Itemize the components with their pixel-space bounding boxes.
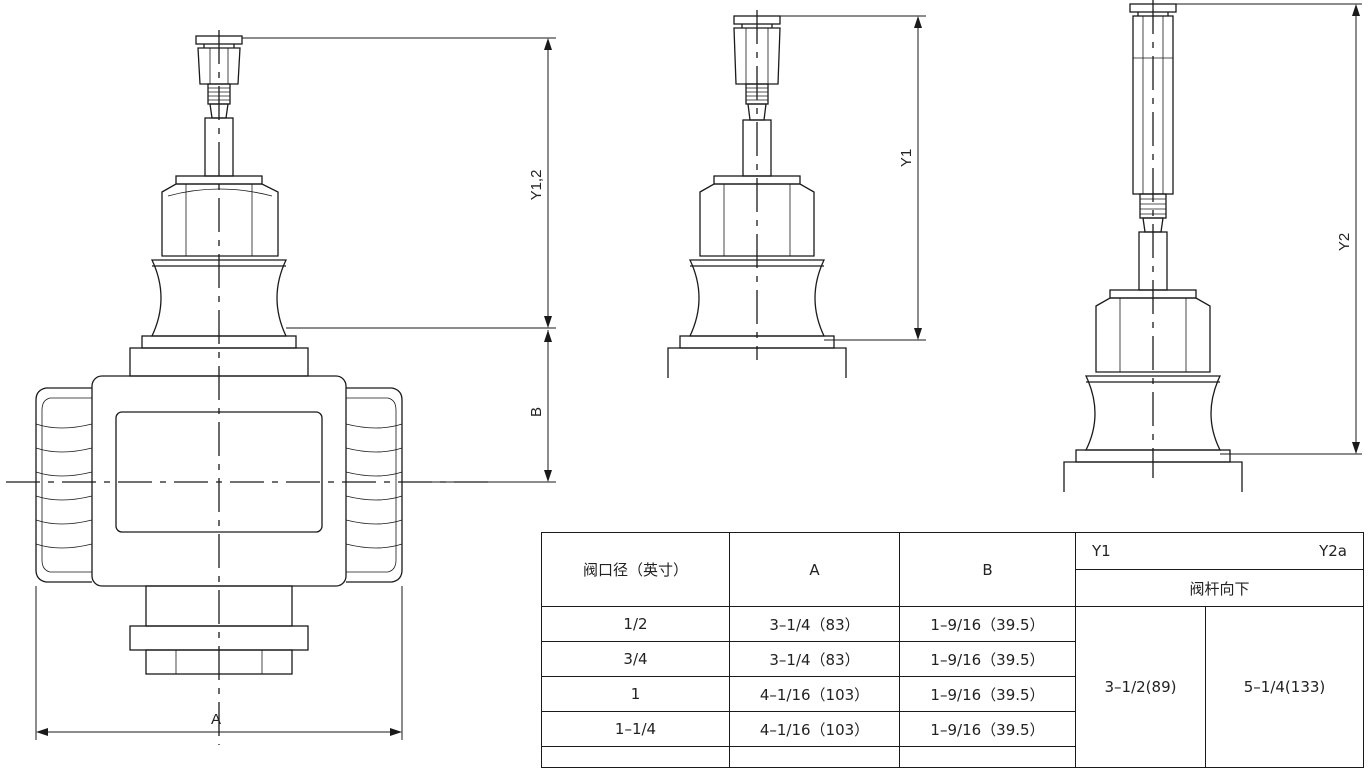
valve-body-view	[6, 30, 490, 745]
valve-drawing: Y1,2 B A	[6, 0, 1362, 745]
label-y1: Y1	[898, 149, 915, 167]
dimension-y1	[780, 15, 926, 341]
table-row: 1–1/4 4–1/16（103） 1–9/16（39.5）	[541, 711, 1364, 747]
label-y2: Y2	[1336, 233, 1353, 251]
dimension-a	[35, 586, 403, 740]
stem-view-y1	[667, 10, 847, 378]
label-a: A	[211, 711, 221, 728]
stem-view-y2	[1063, 0, 1243, 492]
label-b: B	[528, 407, 545, 417]
table-row: 3/4 3–1/4（83） 1–9/16（39.5）	[541, 641, 1364, 677]
right-port	[345, 387, 403, 583]
left-port	[35, 387, 93, 583]
cell-y1-value: 3–1/2(89)	[1075, 606, 1206, 768]
dimension-y12	[242, 37, 556, 329]
dimension-table: 阀口径（英寸） A B Y1 Y2a 阀杆向下 1/2 3–1/4（83） 1–…	[541, 532, 1364, 768]
dimension-y2	[1176, 3, 1362, 455]
header-stem-down: 阀杆向下	[1075, 569, 1364, 607]
header-b: B	[899, 532, 1076, 607]
header-y1: Y1	[1075, 532, 1206, 570]
stem-nut	[197, 47, 241, 85]
dimension-b	[402, 330, 556, 483]
cell-y2a-value: 5–1/4(133)	[1205, 606, 1364, 768]
header-a: A	[729, 532, 900, 607]
table-row: 1 4–1/16（103） 1–9/16（39.5）	[541, 676, 1364, 712]
header-y2a: Y2a	[1205, 532, 1364, 570]
packing-hex	[161, 183, 279, 257]
header-size: 阀口径（英寸）	[541, 532, 730, 607]
table-row: 1/2 3–1/4（83） 1–9/16（39.5） 3–1/2(89) 5–1…	[541, 606, 1364, 768]
label-y12: Y1,2	[528, 170, 545, 201]
